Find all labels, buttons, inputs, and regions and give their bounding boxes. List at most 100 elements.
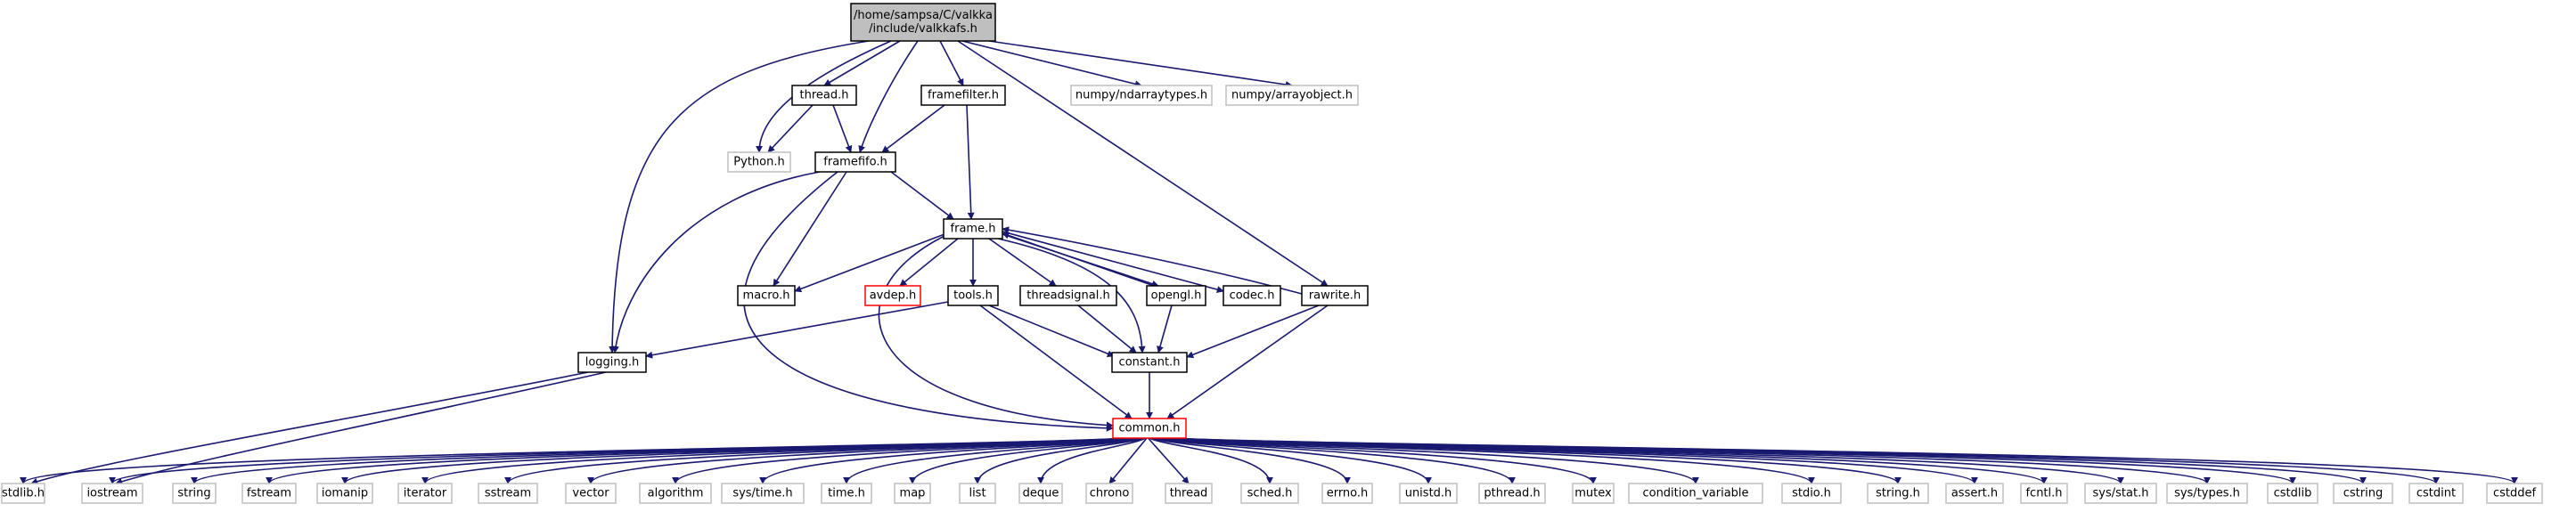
node-sys-mutex[interactable]: mutex (1572, 483, 1615, 504)
edge-tools-constant (988, 305, 1115, 357)
node-label: map (900, 487, 926, 500)
node-box (1, 483, 45, 504)
node-root[interactable]: /home/sampsa/C/valkka/include/valkkafs.h (850, 3, 996, 42)
node-label: string (177, 487, 210, 500)
node-box (1165, 483, 1213, 504)
node-sys-errno-h[interactable]: errno.h (1321, 483, 1373, 504)
node-box (2267, 483, 2318, 504)
node-box (1321, 483, 1373, 504)
node-sys-stdlib-h[interactable]: stdlib.h (1, 483, 45, 504)
node-sys-fcntl-h[interactable]: fcntl.h (2020, 483, 2068, 504)
node-thread-h[interactable]: thread.h (791, 85, 857, 106)
node-box (1781, 483, 1842, 504)
node-sys-cstdint[interactable]: cstdint (2408, 483, 2464, 504)
node-numpy-ndarraytypes-h[interactable]: numpy/ndarraytypes.h (1070, 85, 1213, 106)
node-label: codec.h (1230, 289, 1275, 303)
edge-framefifo-common (743, 171, 1114, 432)
node-macro-h[interactable]: macro.h (737, 285, 796, 306)
node-label: /include/valkkafs.h (869, 22, 977, 36)
node-sys-iterator[interactable]: iterator (397, 483, 453, 504)
node-box (959, 483, 996, 504)
node-sys-cstring[interactable]: cstring (2333, 483, 2393, 504)
node-sys-sched-h[interactable]: sched.h (1240, 483, 1299, 504)
node-sys-map[interactable]: map (894, 483, 931, 504)
node-sys-thread[interactable]: thread (1165, 483, 1213, 504)
node-framefifo-h[interactable]: framefifo.h (814, 151, 896, 173)
node-sys-vector[interactable]: vector (565, 483, 617, 504)
node-framefilter-h[interactable]: framefilter.h (920, 85, 1006, 106)
node-box (1070, 85, 1213, 106)
node-rawrite-h[interactable]: rawrite.h (1301, 285, 1369, 306)
edge-root-framefilter (939, 40, 964, 86)
node-avdep-h[interactable]: avdep.h (864, 285, 921, 306)
node-sys-unistd-h[interactable]: unistd.h (1399, 483, 1458, 504)
node-sys-stdio-h[interactable]: stdio.h (1781, 483, 1842, 504)
node-label: avdep.h (870, 289, 917, 303)
edge-common-thread (1147, 437, 1190, 484)
node-sys-assert-h[interactable]: assert.h (1945, 483, 2004, 504)
node-sys-sys-time-h[interactable]: sys/time.h (721, 483, 805, 504)
node-box (2166, 483, 2248, 504)
node-codec-h[interactable]: codec.h (1223, 285, 1281, 306)
node-python-h[interactable]: Python.h (727, 151, 791, 173)
node-box (1146, 285, 1206, 306)
node-sys-iostream[interactable]: iostream (81, 483, 143, 504)
node-label: Python.h (733, 156, 784, 169)
edge-framefifo-macro (773, 171, 847, 287)
node-sys-sys-types-h[interactable]: sys/types.h (2166, 483, 2248, 504)
node-label: numpy/arrayobject.h (1231, 89, 1353, 102)
node-label: sys/types.h (2174, 487, 2240, 500)
node-sys-condition-variable[interactable]: condition_variable (1628, 483, 1763, 504)
edge-common-time-h (843, 437, 1142, 484)
node-frame-h[interactable]: frame.h (943, 218, 1003, 240)
node-sys-algorithm[interactable]: algorithm (639, 483, 712, 504)
node-opengl-h[interactable]: opengl.h (1146, 285, 1206, 306)
node-sys-pthread-h[interactable]: pthread.h (1478, 483, 1546, 504)
node-threadsignal-h[interactable]: threadsignal.h (1019, 285, 1117, 306)
edge-common-chrono (1108, 437, 1148, 484)
edge-root-rawrite (957, 40, 1329, 287)
node-sys-list[interactable]: list (959, 483, 996, 504)
node-sys-string[interactable]: string (172, 483, 217, 504)
node-label: pthread.h (1484, 487, 1540, 500)
edge-frame-macro (794, 233, 945, 293)
node-box (1085, 483, 1133, 504)
node-box (2333, 483, 2393, 504)
node-label: common.h (1119, 422, 1181, 435)
node-sys-time-h[interactable]: time.h (821, 483, 872, 504)
node-constant-h[interactable]: constant.h (1111, 352, 1188, 373)
node-numpy-arrayobject-h[interactable]: numpy/arrayobject.h (1225, 85, 1359, 106)
node-label: string.h (1876, 487, 1920, 500)
node-label: condition_variable (1642, 487, 1748, 500)
node-sys-string-h[interactable]: string.h (1867, 483, 1929, 504)
node-box (1628, 483, 1763, 504)
node-sys-sstream[interactable]: sstream (478, 483, 538, 504)
node-box (81, 483, 143, 504)
node-box (241, 483, 297, 504)
edge-thread-python (767, 104, 814, 153)
node-label: vector (572, 487, 609, 500)
node-box (920, 85, 1006, 106)
node-box (2408, 483, 2464, 504)
node-label: constant.h (1119, 356, 1181, 370)
edge-root-arrayobject (988, 40, 1293, 88)
node-label: logging.h (585, 356, 640, 370)
node-label: numpy/ndarraytypes.h (1075, 89, 1207, 102)
node-tools-h[interactable]: tools.h (947, 285, 999, 306)
node-sys-fstream[interactable]: fstream (241, 483, 297, 504)
node-sys-cstdlib[interactable]: cstdlib (2267, 483, 2318, 504)
node-box (821, 483, 872, 504)
node-common-h[interactable]: common.h (1112, 418, 1187, 439)
node-sys-deque[interactable]: deque (1018, 483, 1063, 504)
node-sys-sys-stat-h[interactable]: sys/stat.h (2084, 483, 2157, 504)
node-sys-chrono[interactable]: chrono (1085, 483, 1133, 504)
node-label: thread.h (800, 89, 849, 102)
node-box (172, 483, 217, 504)
node-logging-h[interactable]: logging.h (577, 352, 647, 373)
node-box (1945, 483, 2004, 504)
node-label: stdlib.h (2, 487, 45, 500)
node-sys-cstddef[interactable]: cstddef (2486, 483, 2543, 504)
node-box (1867, 483, 1929, 504)
node-sys-iomanip[interactable]: iomanip (316, 483, 373, 504)
node-label: sys/stat.h (2093, 487, 2149, 500)
